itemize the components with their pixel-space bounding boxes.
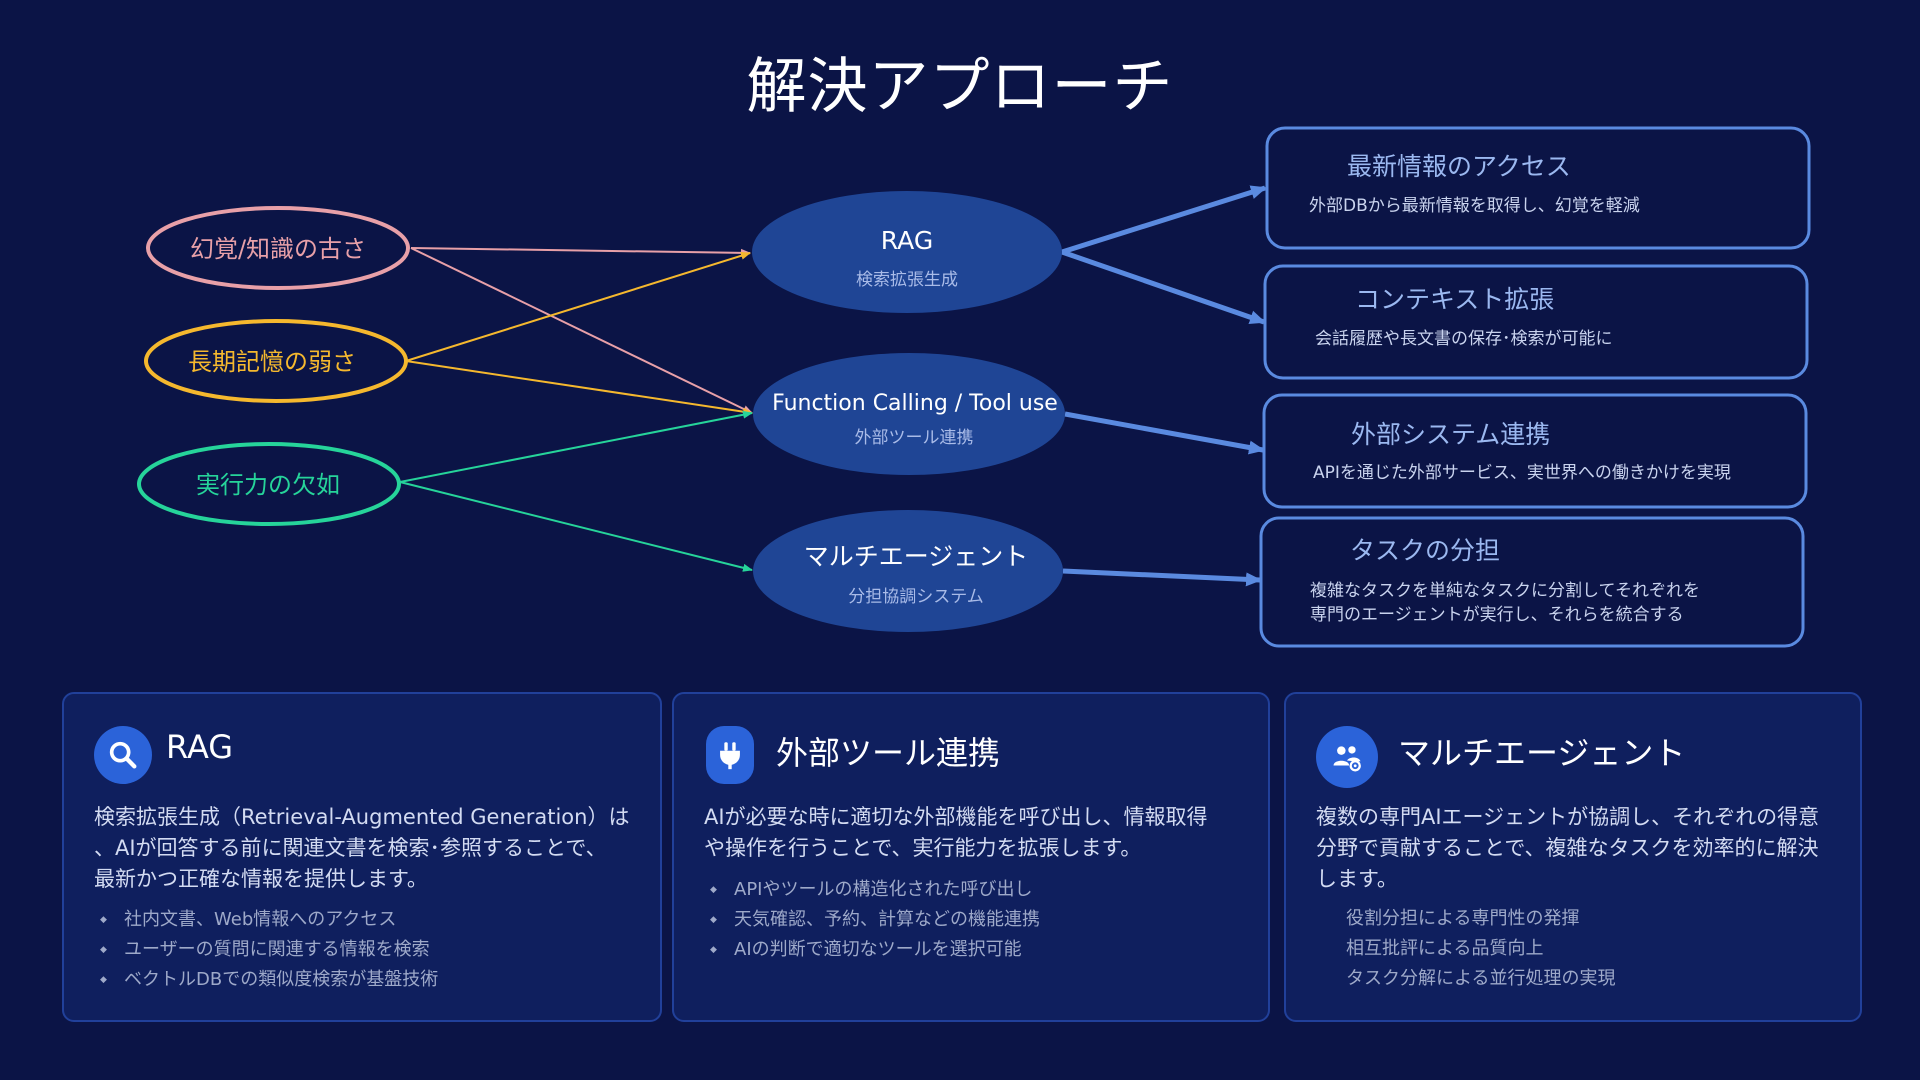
connector-hallucination-rag <box>410 247 751 257</box>
connector-rag-latest-info <box>1061 185 1267 255</box>
list-item: APIやツールの構造化された呼び出し <box>704 875 1040 905</box>
card-rag-list: 社内文書、Web情報へのアクセス ユーザーの質問に関連する情報を検索 ベクトルD… <box>94 905 438 995</box>
solution-multiagent-sub: 分担協調システム <box>848 587 984 607</box>
card-multiagent-title: マルチエージェント <box>1398 734 1686 772</box>
outcome-task-division: タスクの分担 複雑なタスクを単純なタスクに分割してそれぞれを 専門のエージェント… <box>1259 516 1805 648</box>
solution-rag-sub: 検索拡張生成 <box>856 270 958 290</box>
card-rag-desc-line: 、AIが回答する前に関連文書を検索･参照することで、 <box>94 836 607 860</box>
card-external-title: 外部ツール連携 <box>776 734 1001 772</box>
solution-function-label: Function Calling / Tool use <box>772 391 1058 416</box>
list-item: AIの判断で適切なツールを選択可能 <box>704 935 1040 965</box>
card-external-desc: AIが必要な時に適切な外部機能を呼び出し、情報取得 や操作を行うことで、実行能力… <box>704 802 1244 864</box>
users-gear-icon <box>1316 726 1378 788</box>
solution-rag-label: RAG <box>881 226 933 255</box>
problem-execution-label: 実行力の欠如 <box>196 471 340 499</box>
outcome-external-desc: APIを通じた外部サービス、実世界への働きかけを実現 <box>1313 463 1731 483</box>
outcome-task-desc-line2: 専門のエージェントが実行し、それらを統合する <box>1310 605 1684 625</box>
plug-icon <box>706 726 754 784</box>
solution-multiagent: マルチエージェント 分担協調システム <box>753 510 1063 632</box>
card-rag: RAG 検索拡張生成（Retrieval-Augmented Generatio… <box>62 692 662 1022</box>
card-rag-desc-line: 検索拡張生成（Retrieval-Augmented Generation）は <box>94 805 630 829</box>
outcome-latest-info-title: 最新情報のアクセス <box>1347 152 1571 181</box>
card-multiagent-desc-line: 複数の専門AIエージェントが協調し、それぞれの得意 <box>1316 805 1820 829</box>
outcome-context-title: コンテキスト拡張 <box>1355 285 1554 314</box>
outcome-context: コンテキスト拡張 会話履歴や長文書の保存･検索が可能に <box>1263 264 1809 380</box>
page-title: 解決アプローチ <box>746 52 1174 122</box>
list-item: タスク分解による並行処理の実現 <box>1346 968 1616 989</box>
list-item: 天気確認、予約、計算などの機能連携 <box>704 905 1040 935</box>
connector-hallucination-function <box>410 247 753 414</box>
outcome-latest-info: 最新情報のアクセス 外部DBから最新情報を取得し、幻覚を軽減 <box>1265 126 1811 250</box>
card-rag-desc-line: 最新かつ正確な情報を提供します。 <box>94 867 428 891</box>
connector-memory-function <box>405 360 753 416</box>
solution-rag: RAG 検索拡張生成 <box>752 191 1062 313</box>
problem-memory: 長期記憶の弱さ <box>144 319 408 403</box>
connector-multiagent-tasks <box>1062 568 1262 587</box>
outcome-external-system: 外部システム連携 APIを通じた外部サービス、実世界への働きかけを実現 <box>1262 393 1808 509</box>
outcome-task-desc-line1: 複雑なタスクを単純なタスクに分割してそれぞれを <box>1310 581 1700 601</box>
outcome-external-title: 外部システム連携 <box>1351 420 1550 449</box>
card-multiagent-desc: 複数の専門AIエージェントが協調し、それぞれの得意 分野で貢献することで、複雑な… <box>1316 802 1856 895</box>
card-multiagent-list: 役割分担による専門性の発揮 相互批評による品質向上 タスク分解による並行処理の実… <box>1316 904 1615 994</box>
search-icon <box>94 726 152 784</box>
card-rag-title: RAG <box>166 728 234 766</box>
problem-execution: 実行力の欠如 <box>137 442 401 526</box>
list-item: ベクトルDBでの類似度検索が基盤技術 <box>94 965 438 995</box>
connector-function-external <box>1064 411 1265 455</box>
solution-function-sub: 外部ツール連携 <box>855 428 974 448</box>
list-item: 相互批評による品質向上 <box>1346 938 1544 959</box>
connector-execution-function <box>399 410 753 483</box>
problem-memory-label: 長期記憶の弱さ <box>188 348 356 376</box>
list-item: 社内文書、Web情報へのアクセス <box>94 905 438 935</box>
connector-execution-multiagent <box>399 481 753 572</box>
card-external-desc-line: AIが必要な時に適切な外部機能を呼び出し、情報取得 <box>704 805 1208 829</box>
solution-multiagent-label: マルチエージェント <box>804 542 1029 571</box>
solution-function-calling: Function Calling / Tool use 外部ツール連携 <box>753 353 1065 475</box>
outcome-latest-info-desc: 外部DBから最新情報を取得し、幻覚を軽減 <box>1309 196 1640 216</box>
card-external-desc-line: や操作を行うことで、実行能力を拡張します。 <box>704 836 1142 860</box>
card-external-list: APIやツールの構造化された呼び出し 天気確認、予約、計算などの機能連携 AIの… <box>704 875 1040 965</box>
card-multiagent-desc-line: します。 <box>1316 867 1398 891</box>
problem-hallucination-label: 幻覚/知識の古さ <box>190 235 366 263</box>
outcome-context-desc: 会話履歴や長文書の保存･検索が可能に <box>1315 329 1613 349</box>
card-multiagent: マルチエージェント 複数の専門AIエージェントが協調し、それぞれの得意 分野で貢… <box>1284 692 1862 1022</box>
list-item: ユーザーの質問に関連する情報を検索 <box>94 935 438 965</box>
list-item: 役割分担による専門性の発揮 <box>1346 908 1580 929</box>
connector-memory-rag <box>405 251 751 362</box>
approach-diagram: 幻覚/知識の古さ 長期記憶の弱さ 実行力の欠如 RAG 検索拡張生成 Funct… <box>137 126 1811 648</box>
connector-rag-context <box>1061 249 1266 325</box>
card-rag-desc: 検索拡張生成（Retrieval-Augmented Generation）は … <box>94 802 634 895</box>
problem-hallucination: 幻覚/知識の古さ <box>146 206 410 290</box>
outcome-task-title: タスクの分担 <box>1350 536 1500 565</box>
card-multiagent-desc-line: 分野で貢献することで、複雑なタスクを効率的に解決 <box>1316 836 1819 860</box>
card-external-tools: 外部ツール連携 AIが必要な時に適切な外部機能を呼び出し、情報取得 や操作を行う… <box>672 692 1270 1022</box>
